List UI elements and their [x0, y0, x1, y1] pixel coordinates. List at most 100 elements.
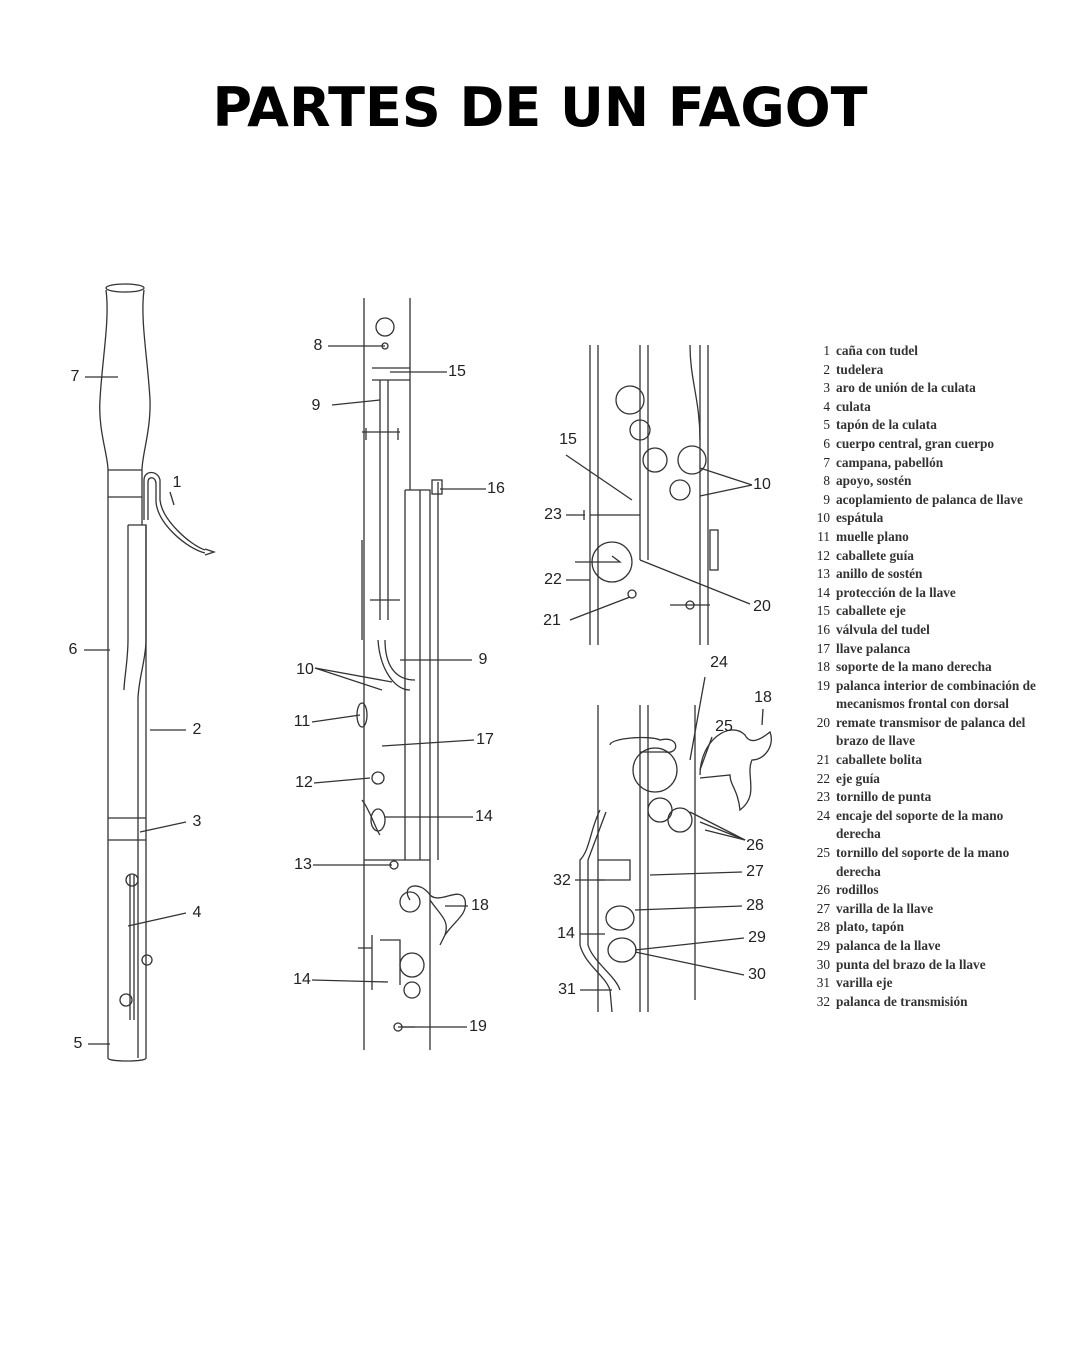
legend-number: 13 — [816, 566, 830, 582]
legend-label: varilla de la llave — [836, 900, 934, 916]
legend-number: 17 — [816, 640, 830, 656]
legend-label: llave palanca — [836, 640, 911, 656]
legend-item: 4 culata — [808, 398, 1048, 417]
inset-top-detail — [565, 344, 753, 645]
legend-item: 2 tudelera — [808, 361, 1048, 380]
legend-number: 25 — [816, 845, 830, 861]
legend-number: 4 — [823, 398, 830, 414]
callout-15: 15 — [448, 363, 466, 380]
legend-label: tapón de la culata — [836, 417, 937, 433]
legend-item: 27 varilla de la llave — [808, 900, 1048, 919]
callout-1: 1 — [172, 474, 182, 491]
legend-item: 7 campana, pabellón — [808, 454, 1048, 473]
callout-2: 2 — [192, 721, 202, 738]
callout-15-inset: 15 — [559, 431, 577, 448]
legend-label: palanca de transmisión — [836, 993, 968, 1009]
legend-label: tudelera — [836, 361, 884, 377]
legend-label: remate transmisor de palanca del brazo d… — [836, 714, 1026, 749]
callout-25: 25 — [715, 718, 733, 735]
legend-number: 29 — [816, 938, 830, 953]
callout-11: 11 — [293, 713, 311, 730]
legend-label: culata — [836, 398, 871, 414]
callout-14-inset: 14 — [557, 925, 575, 942]
legend-number: 23 — [816, 789, 830, 805]
callout-5: 5 — [73, 1035, 83, 1052]
legend-item: 20 remate transmisor de palanca del brazo… — [808, 714, 1048, 751]
legend-number: 16 — [816, 621, 830, 637]
legend-label: tornillo del soporte de la mano derecha — [836, 845, 1010, 879]
callout-26: 26 — [746, 837, 764, 854]
callout-10-inset: 10 — [753, 476, 771, 493]
legend-number: 6 — [823, 435, 830, 451]
callout-32: 32 — [553, 872, 571, 889]
callout-19: 19 — [469, 1018, 487, 1035]
legend-item: 32 palanca de transmisión — [808, 993, 1048, 1012]
legend-item: 22 eje guía — [808, 770, 1048, 789]
callout-23: 23 — [544, 506, 562, 523]
legend-label: palanca interior de combinación de mecan… — [836, 677, 1036, 712]
legend-number: 14 — [816, 584, 830, 600]
legend-number: 19 — [816, 677, 830, 693]
legend-number: 31 — [816, 975, 830, 991]
callout-20: 20 — [753, 598, 771, 615]
callout-24: 24 — [710, 654, 728, 671]
legend-number: 30 — [816, 956, 830, 972]
legend-item: 17 llave palanca — [808, 640, 1048, 659]
callout-14: 14 — [475, 808, 493, 825]
legend-number: 26 — [816, 882, 830, 898]
legend-number: 8 — [823, 473, 830, 489]
inset-bottom-detail — [575, 676, 772, 1013]
legend-number: 28 — [816, 919, 830, 935]
legend-label: caballete guía — [836, 547, 914, 563]
legend-number: 32 — [816, 993, 830, 1009]
legend-label: plato, tapón — [836, 919, 904, 935]
legend-label: cuerpo central, gran cuerpo — [836, 435, 995, 451]
callout-28: 28 — [746, 897, 764, 914]
legend-number: 7 — [823, 454, 830, 470]
legend-label: caballete bolita — [836, 752, 923, 768]
callout-7: 7 — [70, 368, 80, 385]
legend-label: encaje del soporte de la mano derecha — [836, 807, 1004, 842]
callout-27: 27 — [746, 863, 764, 880]
legend-label: caballete eje — [836, 603, 906, 619]
legend-label: eje guía — [836, 770, 880, 786]
legend-item: 19 palanca interior de combinación de mec… — [808, 677, 1048, 714]
callout-9: 9 — [311, 397, 321, 414]
legend-number: 20 — [816, 714, 830, 730]
callout-18-inset: 18 — [754, 689, 772, 706]
legend-label: soporte de la mano derecha — [836, 659, 992, 675]
legend-number: 9 — [823, 491, 830, 507]
legend-label: válvula del tudel — [836, 621, 930, 637]
callout-13: 13 — [294, 856, 312, 873]
callout-6: 6 — [68, 641, 78, 658]
callout-14b: 14 — [293, 971, 311, 988]
callout-16: 16 — [487, 480, 505, 497]
legend-item: 13 anillo de sostén — [808, 565, 1048, 584]
legend-number: 27 — [816, 900, 830, 916]
legend-number: 3 — [823, 380, 830, 396]
callout-18: 18 — [471, 897, 489, 914]
legend-number: 2 — [823, 361, 830, 377]
legend-label: campana, pabellón — [836, 454, 944, 470]
legend-label: anillo de sostén — [836, 566, 923, 582]
legend-item: 3 aro de unión de la culata — [808, 379, 1048, 398]
callout-10: 10 — [296, 661, 314, 678]
legend-label: aro de unión de la culata — [836, 380, 976, 396]
legend-label: muelle plano — [836, 528, 909, 544]
legend-number: 22 — [816, 770, 830, 786]
callout-30: 30 — [748, 966, 766, 983]
